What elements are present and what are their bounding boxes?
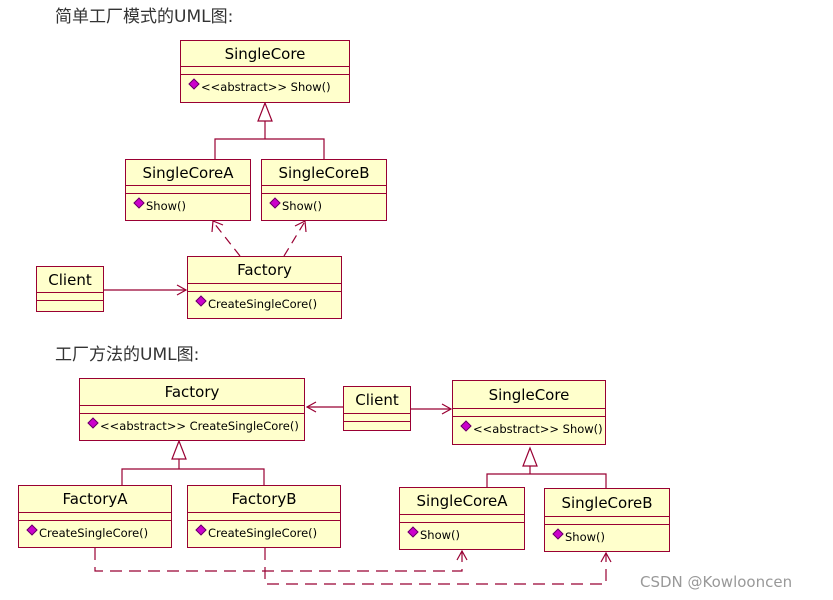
dependency-line — [264, 548, 607, 585]
dependency-line — [94, 548, 463, 572]
association-arrowhead — [176, 284, 188, 296]
dependency-arrowhead — [456, 549, 468, 561]
inheritance-arrowhead — [171, 439, 187, 460]
class-client[interactable]: Client — [343, 386, 411, 431]
method-label: <<abstract>> Show() — [201, 80, 331, 94]
method-icon — [26, 524, 38, 536]
class-name: SingleCoreB — [262, 160, 386, 186]
dependency-line — [213, 222, 241, 257]
watermark: CSDN @Kowlooncen — [640, 573, 793, 591]
class-name: SingleCoreA — [126, 160, 250, 186]
class-factory-a[interactable]: FactoryA CreateSingleCore() — [18, 485, 172, 548]
class-factory[interactable]: Factory CreateSingleCore() — [187, 256, 342, 319]
association-arrowhead — [441, 403, 453, 415]
operations-compartment: CreateSingleCore() — [188, 521, 340, 540]
attributes-compartment — [37, 293, 103, 301]
association-arrowhead — [305, 401, 317, 413]
method-label: Show() — [282, 199, 323, 213]
operations-compartment: <<abstract>> Show() — [453, 417, 605, 436]
attributes-compartment — [262, 186, 386, 194]
heading-factory-method: 工厂方法的UML图: — [55, 345, 200, 365]
attributes-compartment — [188, 284, 341, 292]
class-name: FactoryB — [188, 486, 340, 513]
attributes-compartment — [126, 186, 250, 194]
dependency-arrowhead — [294, 220, 307, 233]
class-name: SingleCore — [181, 41, 349, 67]
generalization-line — [121, 468, 265, 486]
method-label: CreateSingleCore() — [208, 297, 318, 311]
operations-compartment: Show() — [262, 194, 386, 213]
class-singlecore-abstract[interactable]: SingleCore <<abstract>> Show() — [452, 380, 606, 445]
attributes-compartment — [344, 414, 410, 422]
class-name: SingleCoreB — [545, 489, 669, 517]
operations-compartment: <<abstract>> Show() — [181, 75, 349, 94]
operations-compartment: Show() — [126, 194, 250, 213]
attributes-compartment — [80, 406, 304, 414]
method-icon — [552, 528, 564, 540]
method-icon — [195, 295, 207, 307]
class-factory-b[interactable]: FactoryB CreateSingleCore() — [187, 485, 341, 548]
operations-compartment: CreateSingleCore() — [188, 292, 341, 311]
class-name: Factory — [188, 257, 341, 284]
class-name: Client — [37, 267, 103, 293]
operations-compartment: Show() — [400, 523, 524, 542]
attributes-compartment — [188, 513, 340, 521]
class-singlecore[interactable]: SingleCore <<abstract>> Show() — [180, 40, 350, 103]
generalization-line — [486, 473, 607, 488]
class-name: SingleCoreA — [400, 488, 524, 515]
attributes-compartment — [545, 517, 669, 525]
class-name: Client — [344, 387, 410, 414]
attributes-compartment — [400, 515, 524, 523]
class-factory-abstract[interactable]: Factory <<abstract>> CreateSingleCore() — [79, 378, 305, 441]
dependency-arrowhead — [211, 220, 224, 233]
method-icon — [87, 417, 99, 429]
inheritance-arrowhead — [257, 101, 273, 122]
method-icon — [133, 197, 145, 209]
method-icon — [188, 78, 200, 90]
heading-simple-factory: 简单工厂模式的UML图: — [55, 7, 234, 27]
method-icon — [269, 197, 281, 209]
class-name: FactoryA — [19, 486, 171, 513]
generalization-line — [214, 138, 325, 160]
method-label: <<abstract>> CreateSingleCore() — [100, 419, 299, 433]
method-label: Show() — [420, 528, 461, 542]
class-client[interactable]: Client — [36, 266, 104, 312]
operations-compartment: CreateSingleCore() — [19, 521, 171, 540]
class-singlecore-a[interactable]: SingleCoreA Show() — [125, 159, 251, 221]
attributes-compartment — [453, 409, 605, 417]
dependency-line — [283, 222, 305, 257]
operations-compartment: Show() — [545, 525, 669, 544]
method-label: CreateSingleCore() — [39, 526, 149, 540]
class-singlecore-b[interactable]: SingleCoreB Show() — [544, 488, 670, 552]
class-singlecore-a[interactable]: SingleCoreA Show() — [399, 487, 525, 550]
operations-compartment: <<abstract>> CreateSingleCore() — [80, 414, 304, 433]
method-label: <<abstract>> Show() — [473, 422, 603, 436]
method-icon — [407, 526, 419, 538]
method-label: Show() — [146, 199, 187, 213]
class-singlecore-b[interactable]: SingleCoreB Show() — [261, 159, 387, 221]
attributes-compartment — [181, 67, 349, 75]
inheritance-arrowhead — [522, 446, 538, 467]
method-icon — [460, 420, 472, 432]
method-label: CreateSingleCore() — [208, 526, 318, 540]
class-name: SingleCore — [453, 381, 605, 409]
method-label: Show() — [565, 530, 606, 544]
class-name: Factory — [80, 379, 304, 406]
dependency-arrowhead — [600, 551, 612, 563]
attributes-compartment — [19, 513, 171, 521]
method-icon — [195, 524, 207, 536]
